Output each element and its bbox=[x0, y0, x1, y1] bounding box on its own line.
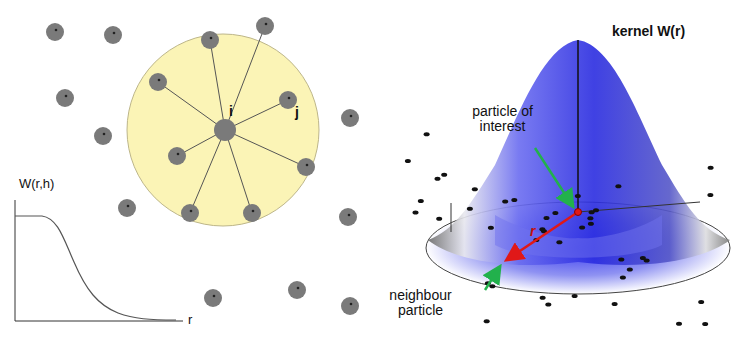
support-domain bbox=[127, 34, 319, 226]
particle-label: j bbox=[295, 105, 299, 120]
neighbour-links bbox=[158, 26, 306, 213]
particles bbox=[46, 17, 359, 315]
callout-label: particle of interest bbox=[455, 104, 550, 135]
axis-label: r bbox=[188, 313, 192, 327]
callout-label: neighbour particle bbox=[378, 288, 463, 319]
particle-label: i bbox=[229, 104, 233, 119]
kernel-surface bbox=[405, 40, 730, 326]
kernel-label: kernel W(r) bbox=[612, 24, 685, 39]
axis-label: W(r,h) bbox=[19, 177, 54, 191]
pointer-arrow bbox=[535, 148, 572, 205]
pointer-arrow bbox=[485, 268, 499, 290]
kernel-graph bbox=[15, 200, 183, 321]
radius-label: r bbox=[530, 224, 535, 239]
